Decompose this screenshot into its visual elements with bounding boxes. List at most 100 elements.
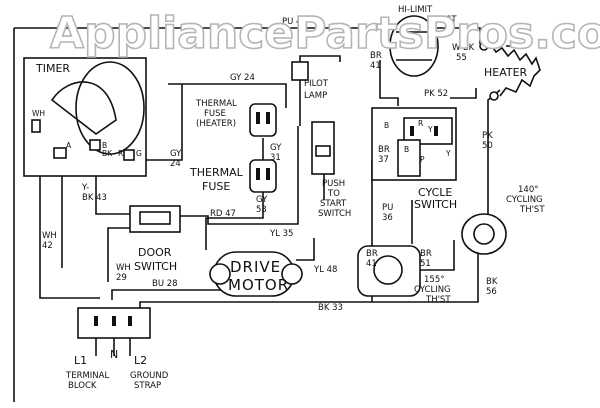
label-bk56-2: 56 bbox=[486, 287, 497, 297]
wire-wbk55 bbox=[437, 27, 481, 44]
label-hi-limit-2: TH'ST bbox=[431, 15, 457, 25]
label-cycling-140-1: 140° bbox=[518, 185, 538, 195]
label-timer-bk: BK bbox=[102, 149, 113, 158]
wire-gy24 bbox=[146, 83, 287, 161]
label-cycling-140-2: CYCLING bbox=[506, 195, 543, 205]
thermal-fuse-heater-body bbox=[249, 103, 277, 137]
timer-terminal-a bbox=[53, 147, 67, 159]
terminal-block-l2 bbox=[128, 316, 132, 326]
timer-motor bbox=[75, 61, 145, 155]
thermal-fuse-pin-1 bbox=[256, 168, 260, 180]
label-pk52: PK 52 bbox=[424, 89, 448, 99]
heater-terminal-bottom bbox=[489, 91, 499, 101]
label-push-3: START bbox=[320, 199, 347, 209]
thermal-fuse-heater bbox=[249, 103, 277, 137]
label-cycling-140-3: TH'ST bbox=[519, 205, 545, 215]
wire-br41-top bbox=[379, 60, 399, 106]
label-gy31-2: 31 bbox=[270, 153, 281, 163]
terminal-block bbox=[77, 307, 151, 356]
timer-terminal-wh bbox=[31, 119, 41, 133]
cycle-switch-y-pin bbox=[434, 126, 438, 136]
thermal-fuse-heater-pin-2 bbox=[266, 112, 270, 124]
label-pu40: PU 40 bbox=[282, 17, 307, 27]
label-gy24-side-1: GY bbox=[170, 149, 182, 159]
label-br41-top-2: 41 bbox=[370, 61, 381, 71]
label-timer-b: B bbox=[102, 141, 107, 150]
label-timer-g: G bbox=[136, 149, 142, 158]
label-wh29-1: WH bbox=[116, 263, 131, 273]
label-cs-b1: B bbox=[384, 121, 389, 130]
label-bu28: BU 28 bbox=[152, 279, 178, 289]
label-br37-2: 37 bbox=[378, 155, 389, 165]
label-thermal-fuse-heater-1: THERMAL bbox=[195, 99, 237, 109]
wire-gy53 bbox=[205, 190, 264, 250]
timer bbox=[23, 57, 147, 177]
label-timer-a: A bbox=[66, 141, 72, 150]
label-br41-bot-1: BR bbox=[366, 249, 378, 259]
label-door-switch-2: SWITCH bbox=[134, 260, 177, 273]
cycling-thermostat-140 bbox=[461, 213, 507, 255]
hi-limit-thermostat bbox=[389, 15, 439, 77]
cycling-155-disc bbox=[373, 255, 403, 285]
label-br41-top-1: BR bbox=[370, 51, 382, 61]
thermal-fuse-pin-2 bbox=[266, 168, 270, 180]
timer-terminal-rg bbox=[123, 149, 135, 161]
label-ybk43-2: BK 43 bbox=[82, 193, 107, 203]
label-gy24: GY 24 bbox=[230, 73, 255, 83]
label-cycle-switch-1: CYCLE bbox=[418, 186, 452, 199]
label-thermal-fuse-2: FUSE bbox=[202, 180, 230, 193]
label-wbk55-1: W-BK bbox=[452, 43, 475, 53]
push-to-start-switch bbox=[311, 121, 335, 175]
wires bbox=[13, 27, 520, 402]
label-wh42-1: WH bbox=[42, 231, 57, 241]
label-gy31-1: GY bbox=[270, 143, 282, 153]
terminal-block-leads bbox=[95, 338, 131, 356]
label-timer-r: R bbox=[118, 149, 123, 158]
label-pk50-2: 50 bbox=[482, 141, 493, 151]
label-gy53-2: 53 bbox=[256, 205, 267, 215]
label-terminal-block-2: BLOCK bbox=[68, 381, 97, 391]
label-wbk55-2: 55 bbox=[456, 53, 467, 63]
door-switch bbox=[129, 205, 181, 233]
label-heater: HEATER bbox=[484, 66, 528, 79]
thermal-fuse-body bbox=[249, 159, 277, 193]
wire-pu40 bbox=[13, 27, 392, 402]
wire-door-feed bbox=[95, 162, 140, 215]
label-cs-p: P bbox=[420, 155, 425, 164]
hi-limit-body bbox=[389, 15, 439, 77]
label-rd47: RD 47 bbox=[210, 209, 236, 219]
cycle-switch-lower-block bbox=[397, 139, 421, 177]
drive-motor bbox=[209, 251, 303, 297]
timer-cam bbox=[50, 81, 117, 135]
label-br51-1: BR bbox=[420, 249, 432, 259]
label-cycle-switch-2: SWITCH bbox=[414, 198, 457, 211]
terminal-block-l1 bbox=[94, 316, 98, 326]
drive-motor-end-right bbox=[281, 263, 303, 285]
label-bk33: BK 33 bbox=[318, 303, 343, 313]
label-timer-wh: WH bbox=[32, 109, 45, 118]
labels: PU 40 HI-LIMIT TH'ST W-BK 55 HEATER BR 4… bbox=[32, 5, 545, 391]
label-ybk43-1: Y- bbox=[81, 183, 89, 193]
thermal-fuse bbox=[249, 159, 277, 193]
door-switch-actuator bbox=[139, 211, 171, 225]
label-pilot-2: LAMP bbox=[304, 91, 327, 101]
push-switch-button bbox=[315, 145, 331, 157]
label-br41-bot-2: 41 bbox=[366, 259, 377, 269]
terminal-block-n bbox=[112, 316, 116, 326]
pilot-lamp bbox=[291, 61, 309, 81]
label-cycling-155-3: TH'ST bbox=[425, 295, 451, 305]
wire-wh29 bbox=[107, 227, 132, 282]
label-n: N bbox=[110, 348, 118, 361]
heater bbox=[479, 41, 541, 101]
label-thermal-fuse-1: THERMAL bbox=[189, 166, 244, 179]
drive-motor-end-left bbox=[209, 263, 231, 285]
label-pu36-1: PU bbox=[382, 203, 393, 213]
label-door-switch-1: DOOR bbox=[138, 246, 172, 259]
label-push-4: SWITCH bbox=[318, 209, 351, 219]
label-br51-2: 51 bbox=[420, 259, 431, 269]
label-wh42-2: 42 bbox=[42, 241, 53, 251]
label-pu36-2: 36 bbox=[382, 213, 393, 223]
hi-limit-contacts bbox=[396, 31, 432, 61]
label-cycling-155-1: 155° bbox=[424, 275, 444, 285]
